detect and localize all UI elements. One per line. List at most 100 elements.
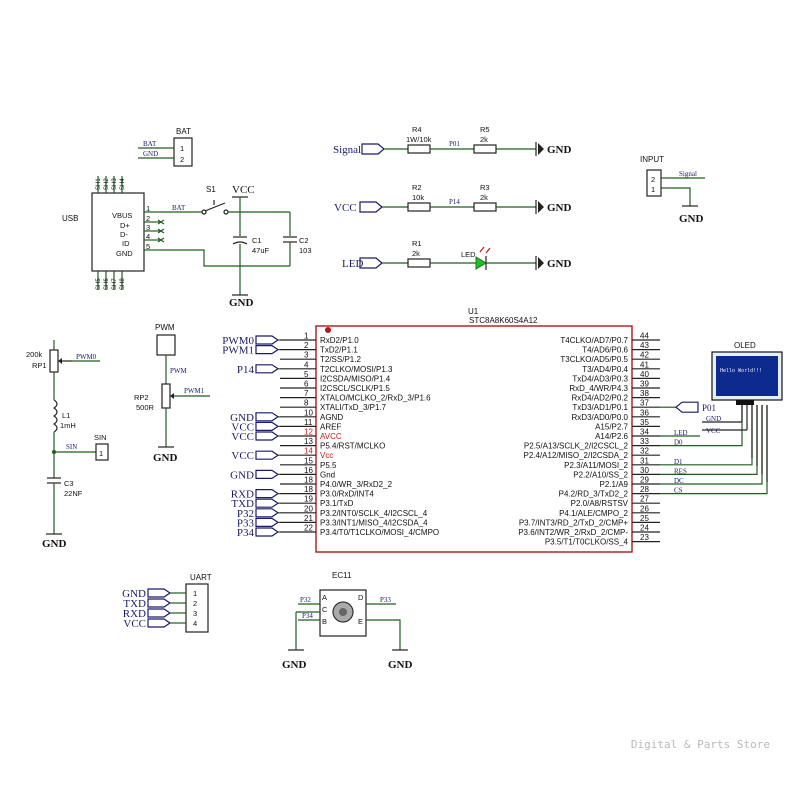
u1-left-net: P14: [237, 364, 255, 376]
r3-gnd: GND: [547, 202, 572, 214]
encoder-ec11: EC11 A C B D E P32 P34 P33 GND GND: [282, 571, 413, 671]
ec11-pin-a: A: [322, 593, 327, 602]
u1-pin-name: T2/SS/P1.2: [320, 355, 361, 364]
u1-pin-number: 20: [304, 504, 313, 513]
l1-ref: L1: [62, 411, 70, 420]
u1-pin-name: P2.0/A8/RSTSV: [571, 499, 629, 508]
u1-pin-name: TxD4/AD3/P0.3: [572, 374, 628, 383]
r3-ref: R3: [480, 183, 490, 192]
oled-gnd-net: GND: [706, 415, 721, 423]
u1-pin-number: 2: [304, 341, 309, 350]
r1-led: LED R1 2k LED GND: [342, 239, 572, 270]
usb-num-3: 3: [146, 223, 150, 232]
r5-gnd: GND: [547, 144, 572, 156]
p14-net-label: P14: [449, 198, 460, 206]
u1-pin-name: I2CSDA/MISO/P1.4: [320, 374, 391, 383]
pwm-rp2-network: PWM PWM PWM1 RP2 500R GND: [134, 323, 210, 464]
bat-pin-2: 2: [180, 155, 184, 164]
net-port-arrow: [255, 431, 280, 441]
u1-right-net: LED: [674, 429, 688, 437]
net-port-arrow: [255, 517, 280, 528]
usb-pin-id: ID: [122, 239, 130, 248]
sin-pin: 1: [99, 449, 103, 458]
uart-net: GND: [122, 588, 146, 600]
u1-right-pin-row: 40 TxD4/AD3/P0.3: [572, 370, 660, 383]
bat-connector: BAT 1 2 BAT GND: [138, 127, 193, 167]
input-pin-2: 2: [651, 175, 655, 184]
u1-pin-name: P3.6/INT2/WR_2/RxD_2/CMP-: [518, 528, 628, 537]
ec11-pin-c: C: [322, 605, 328, 614]
oled-vcc-net: VCC: [706, 427, 721, 435]
usb-pin-dp: D+: [120, 221, 130, 230]
u1-pin-number: 40: [640, 370, 649, 379]
u1-pin-name: I2CSCL/SCLK/P1.5: [320, 384, 390, 393]
usb-pin-gnd: GND: [116, 249, 133, 258]
usb-pin-vbus: VBUS: [112, 211, 132, 220]
u1-pin-number: 18: [304, 476, 313, 485]
u1-pin-name: P3.1/TxD: [320, 499, 354, 508]
pwm1-net: PWM1: [184, 387, 205, 395]
u1-pin-number: 32: [640, 447, 649, 456]
u1-pin-number: 24: [640, 524, 649, 533]
u1-pin-number: 39: [640, 380, 649, 389]
u1-pin-name: A15/P2.7: [595, 422, 628, 431]
net-port-arrow: [255, 498, 280, 508]
bat-pin-1: 1: [180, 144, 184, 153]
rp1-value: 200k: [26, 350, 43, 359]
usb-num-5: 5: [146, 242, 150, 251]
u1-pin-number: 10: [304, 408, 313, 417]
gnd-usb-label: GND: [229, 297, 254, 309]
usb-shield-3: SH3: [112, 178, 118, 190]
c2-ref: C2: [299, 236, 309, 245]
s1-ref: S1: [206, 185, 216, 194]
u1-pin-number: 43: [640, 341, 649, 350]
p01-net-label: P01: [449, 140, 460, 148]
u1-right-net: D1: [674, 458, 683, 466]
u1-right-pin-row: 24 P3.6/INT2/WR_2/RxD_2/CMP-: [518, 524, 660, 537]
uart-pin-number: 3: [193, 609, 197, 618]
bat-net-label: BAT: [143, 140, 157, 148]
u1-pin-name: P5.4/RST/MCLKO: [320, 442, 385, 451]
u1-pin-name: Gnd: [320, 470, 335, 479]
u1-pin-name: AGND: [320, 413, 343, 422]
input-ref: INPUT: [640, 155, 664, 164]
u1-pin-number: 12: [304, 428, 313, 437]
usb-shield-7: SH7: [112, 278, 118, 290]
u1-pin-name: T4/AD6/P0.6: [582, 346, 628, 355]
input-pin-1: 1: [651, 185, 655, 194]
u1-pin-name: P2.2/A10/SS_2: [573, 470, 628, 479]
net-port-arrow: [255, 364, 280, 374]
r1-value: 2k: [412, 249, 420, 258]
u1-right-net: P01: [702, 403, 716, 413]
r2-value: 10k: [412, 193, 424, 202]
u1-pin-name: P3.3/INT1/MISO_4/I2CSDA_4: [320, 518, 428, 527]
usb-shield-1: SH1: [96, 178, 102, 190]
r1-ref: R1: [412, 239, 422, 248]
pwm-ref: PWM: [155, 323, 175, 332]
u1-pin-number: 37: [640, 399, 649, 408]
usb-num-2: 2: [146, 214, 150, 223]
u1-left-net: TXD: [231, 498, 254, 510]
uart-net: TXD: [123, 598, 146, 610]
net-port-arrow: [255, 489, 280, 499]
